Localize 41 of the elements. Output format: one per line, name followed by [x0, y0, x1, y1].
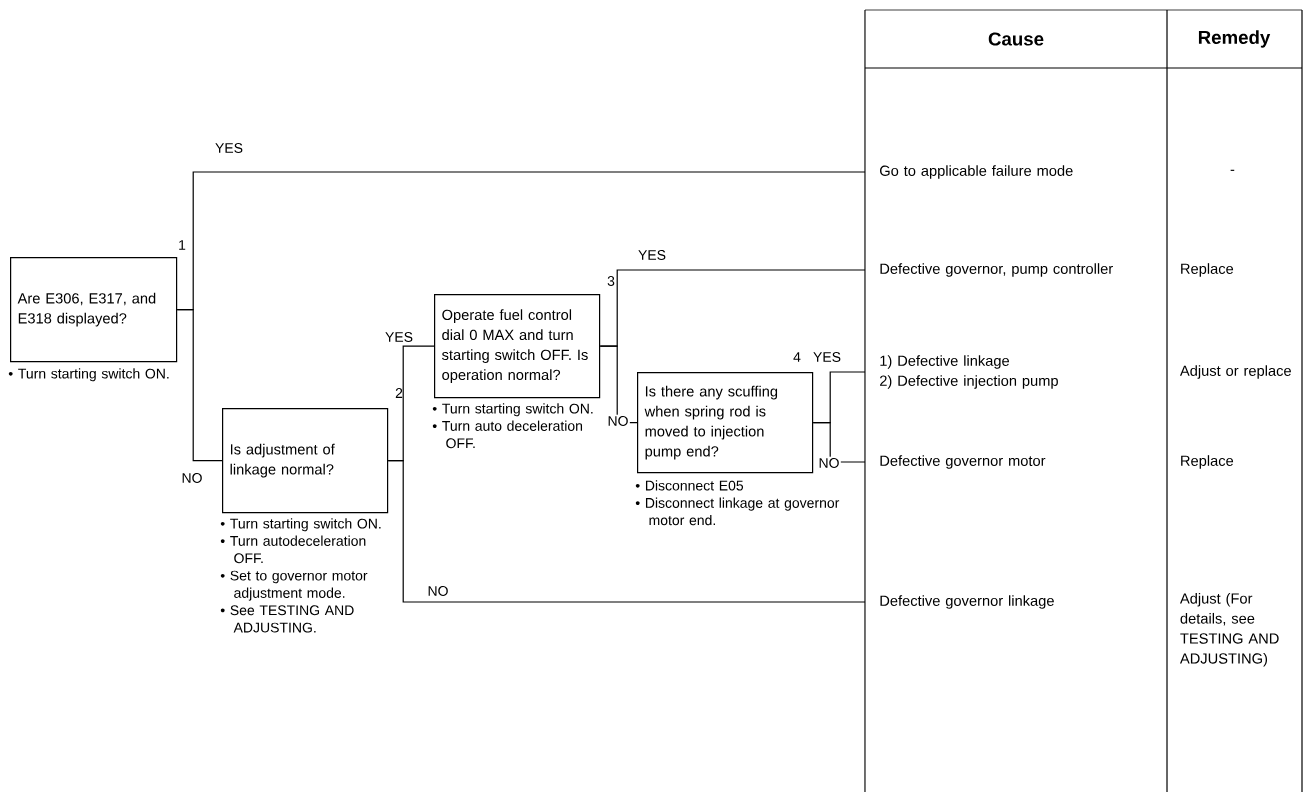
cause-cell: Defective governor, pump controller: [880, 263, 1113, 277]
step-number: 2: [395, 388, 403, 398]
column-header: Remedy: [1198, 30, 1271, 48]
column-header: Cause: [988, 32, 1044, 46]
note-text: • Turn auto deceleration OFF.: [432, 420, 582, 449]
note-text: • Set to governor motor adjustment mode.: [220, 570, 368, 601]
note-text: • Turn starting switch ON.: [432, 403, 593, 417]
step-number: 4: [793, 352, 801, 362]
connector-line: [387, 460, 866, 603]
edge-label: YES: [811, 350, 843, 364]
remedy-cell: Replace: [1181, 263, 1234, 277]
edge-label: YES: [213, 141, 245, 155]
cause-cell: Defective governor linkage: [880, 595, 1054, 609]
remedy-cell: Adjust (For details, see TESTING AND ADJUSTING): [1179, 592, 1279, 667]
cause-cell: Go to applicable failure mode: [880, 165, 1073, 179]
decision-box: Are E306, E317, and E318 displayed?: [10, 257, 178, 363]
note-text: • Disconnect E05: [635, 480, 744, 491]
connector-line: [599, 345, 638, 424]
remedy-cell: Adjust or replace: [1179, 365, 1291, 379]
edge-label: NO: [817, 456, 841, 470]
edge-label: NO: [180, 471, 204, 485]
note-text: • Turn starting switch ON.: [8, 368, 169, 382]
decision-box: Operate fuel control dial 0 MAX and turn starting switch OFF. Is operation normal?: [434, 294, 601, 399]
note-text: • Disconnect linkage at governor motor end.: [635, 497, 840, 526]
remedy-cell: Replace: [1181, 455, 1234, 469]
note-text: • Turn starting switch ON.: [220, 518, 381, 532]
edge-label: YES: [383, 330, 415, 344]
edge-label: NO: [426, 584, 450, 598]
cause-cell: Defective governor motor: [880, 455, 1046, 469]
step-number: 1: [179, 240, 186, 250]
edge-label: YES: [636, 248, 668, 262]
step-number: 3: [607, 276, 615, 286]
cause-cell: 1) Defective linkage 2) Defective injection pump: [880, 355, 1058, 389]
decision-box: Is adjustment of linkage normal?: [222, 408, 389, 514]
connector-line: [176, 309, 223, 462]
connector-line: [812, 422, 866, 463]
decision-box: Is there any scuffing when spring rod is moved to injection pump end?: [637, 372, 814, 474]
remedy-cell: -: [1230, 169, 1235, 171]
note-text: • Turn autodeceleration OFF.: [220, 535, 366, 564]
note-text: • See TESTING AND ADJUSTING.: [220, 605, 354, 633]
edge-label: NO: [606, 414, 630, 428]
